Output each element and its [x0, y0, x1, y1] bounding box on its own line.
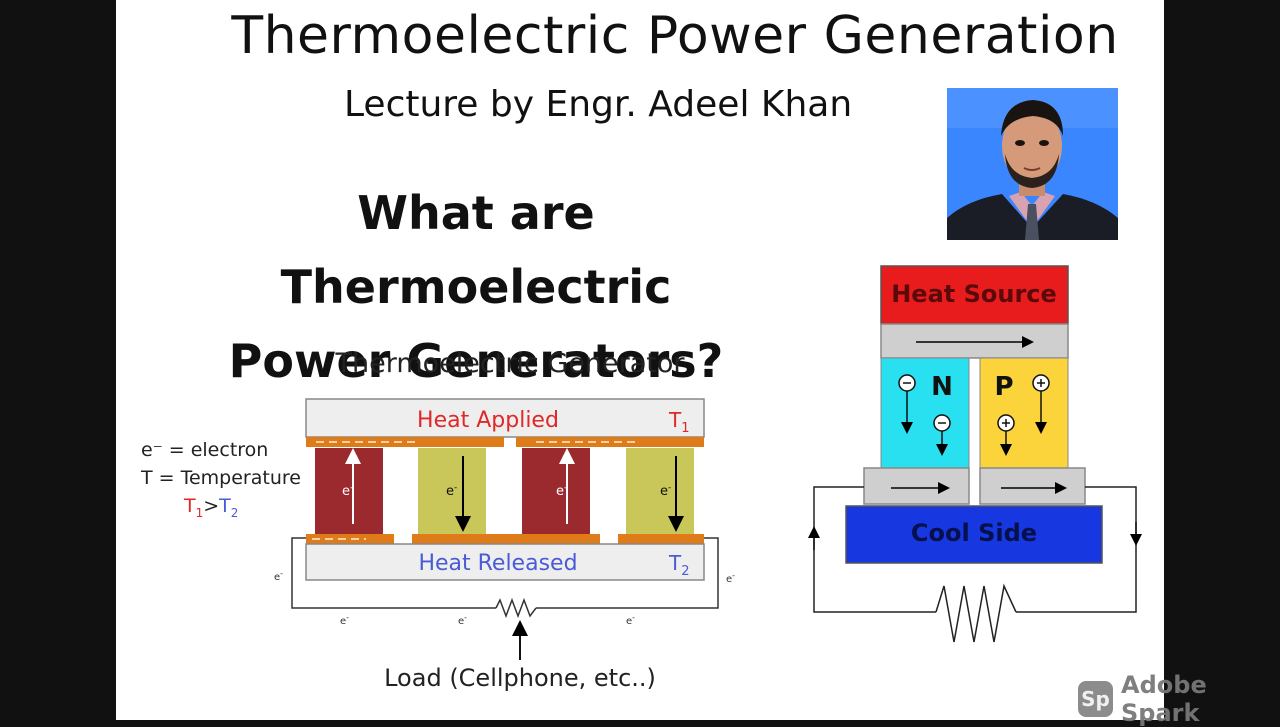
tg-title: Thermoelectric Generator: [335, 348, 686, 379]
leg-electron-4: e-: [660, 483, 671, 499]
t2-subscript: 2: [681, 564, 689, 579]
presenter-photo: [947, 88, 1118, 240]
top-plate-right: [516, 437, 704, 447]
legend-relation: T1>T2: [183, 495, 238, 520]
heat-source-label: Heat Source: [891, 280, 1057, 308]
electron-minus: -: [632, 613, 635, 622]
electron-minus: -: [350, 483, 353, 493]
heat-applied-label: Heat Applied: [417, 408, 559, 433]
heat-released-bar: [305, 543, 705, 581]
cool-side-label: Cool Side: [911, 519, 1037, 547]
t2-letter: T: [668, 551, 682, 575]
leg-electron-2: e-: [446, 483, 457, 499]
electron-e: e: [726, 574, 732, 585]
t2-label: T2: [668, 551, 690, 579]
bottom-conductor-right: [979, 467, 1086, 505]
electron-minus: -: [280, 569, 283, 578]
slide-question: What are Thermoelectric Power Generators…: [156, 176, 796, 398]
bottom-plate-1: [306, 534, 394, 544]
bottom-conductor-left: [863, 467, 970, 505]
n-label: N: [931, 372, 953, 402]
watermark-text: Adobe Spark: [1121, 671, 1207, 727]
electron-minus: -: [346, 613, 349, 622]
legend-relation-b: T: [218, 495, 231, 517]
n-block: [880, 357, 970, 469]
question-line-1: What are Thermoelectric: [280, 186, 672, 314]
legend-temperature: T = Temperature: [140, 467, 301, 489]
adobe-spark-watermark: Sp Adobe Spark: [1078, 671, 1280, 727]
legend-relation-gt: >: [203, 495, 219, 517]
leg-electron-3: e-: [556, 483, 567, 499]
electron-e: e: [458, 616, 464, 627]
electron-e: e: [342, 484, 350, 499]
np-circuit-right: [1016, 486, 1137, 613]
leg-electron-1: e-: [342, 483, 353, 499]
leg-p-2: [522, 448, 590, 534]
electron-minus: -: [668, 483, 671, 493]
leg-n-1: [418, 448, 486, 534]
legend-electron: e⁻ = electron: [141, 439, 268, 461]
top-conductor: [880, 323, 1069, 359]
t1-letter: T: [668, 408, 682, 432]
slide-subtitle: Lecture by Engr. Adeel Khan: [344, 84, 853, 125]
slide-title: Thermoelectric Power Generation: [231, 6, 1119, 66]
question-line-2: Power Generators?: [228, 334, 724, 388]
legend-relation-b-sub: 2: [231, 506, 239, 520]
presenter-illustration: [947, 88, 1118, 240]
circuit-electron-2: e-: [726, 571, 735, 585]
electron-e: e: [626, 616, 632, 627]
bottom-plate-3: [618, 534, 704, 544]
circuit-electron-1: e-: [274, 569, 283, 583]
legend-relation-a: T: [183, 495, 196, 517]
circuit-electron-3: e-: [340, 613, 349, 627]
t1-subscript: 1: [681, 421, 689, 436]
electron-e: e: [274, 572, 280, 583]
p-block: [979, 357, 1069, 469]
slide: Thermoelectric Power Generation Lecture …: [116, 0, 1164, 720]
thermoelectric-generator-diagram: Thermoelectric Generator Heat Applied T1…: [140, 348, 735, 692]
legend-relation-a-sub: 1: [196, 506, 204, 520]
electron-minus: -: [564, 483, 567, 493]
cool-side-block: [845, 505, 1103, 564]
circuit-left: [291, 537, 496, 609]
electron-e: e: [660, 484, 668, 499]
electron-minus: -: [464, 613, 467, 622]
p-label: P: [994, 372, 1013, 402]
heat-applied-bar: [305, 398, 705, 438]
np-resistor: [935, 583, 1017, 643]
heat-released-label: Heat Released: [418, 551, 577, 576]
bottom-plate-2: [412, 534, 600, 544]
heat-source-block: [880, 265, 1069, 325]
electron-minus: -: [454, 483, 457, 493]
electron-e: e: [556, 484, 564, 499]
load-resistor: [495, 597, 537, 619]
electron-minus: -: [732, 571, 735, 580]
spark-logo-icon: Sp: [1078, 681, 1114, 717]
t1-label: T1: [668, 408, 690, 436]
circuit-electron-5: e-: [626, 613, 635, 627]
top-plate-left: [306, 437, 504, 447]
load-label: Load (Cellphone, etc..): [384, 664, 656, 692]
np-junction-diagram: Heat Source N P Cool Side: [808, 265, 1142, 643]
circuit-right: [536, 537, 719, 609]
circuit-electron-4: e-: [458, 613, 467, 627]
electron-e: e: [446, 484, 454, 499]
electron-e: e: [340, 616, 346, 627]
